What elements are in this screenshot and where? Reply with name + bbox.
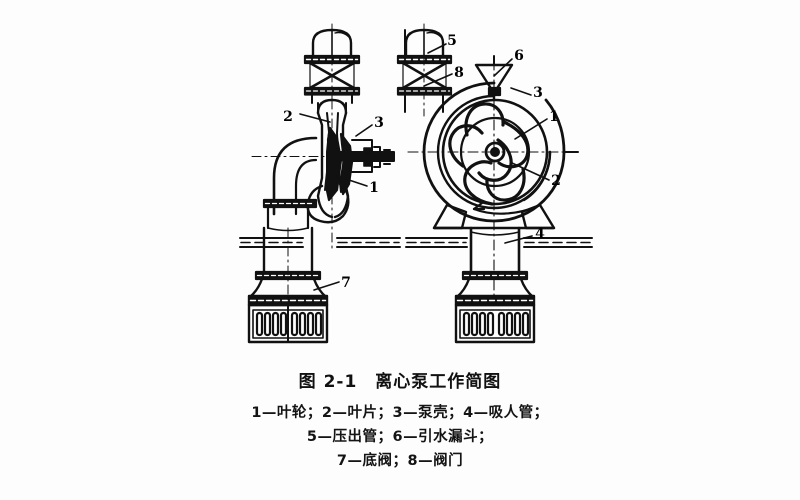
figure-legend-line-2: 5—压出管；6—引水漏斗；: [306, 429, 494, 445]
water-surface-left: [239, 237, 401, 248]
leader-right-5: [427, 43, 447, 54]
right-suction-pipe: [461, 226, 529, 281]
centrifugal-pump-diagram: 2 3 1 7 5 8 6 3 1 2 4: [239, 23, 593, 344]
water-surface-right: [405, 237, 593, 248]
leader-right-3: [510, 87, 532, 96]
callout-left-2: 2: [283, 109, 293, 125]
leader-right-1: [514, 118, 548, 140]
callout-left-7: 7: [341, 275, 351, 291]
callout-numbers: 2 3 1 7 5 8 6 3 1 2 4: [283, 33, 561, 291]
leader-left-2: [299, 113, 331, 123]
leader-left-3: [355, 124, 373, 137]
callout-right-6: 6: [514, 48, 524, 64]
strainer-slots: [255, 311, 323, 337]
pump-base: [432, 203, 556, 230]
callout-right-4: 4: [535, 226, 545, 242]
callout-right-1: 1: [549, 109, 559, 125]
leader-right-2: [511, 162, 550, 181]
callout-left-1: 1: [369, 180, 379, 196]
figure-caption: 图 2-1 离心泵工作简图 1—叶轮；2—叶片；3—泵壳；4—吸人管； 5—压出…: [0, 370, 800, 473]
impeller-blades: [448, 102, 530, 206]
leader-left-1: [336, 175, 368, 187]
figure-legend-line-3: 7—底阀；8—阀门: [336, 453, 464, 469]
diagram-canvas: 2 3 1 7 5 8 6 3 1 2 4: [239, 23, 593, 344]
left-suction-elbow: [262, 136, 318, 216]
callout-leaders: [299, 43, 550, 291]
right-valve-assembly: [396, 23, 453, 121]
leader-right-6: [493, 58, 513, 77]
strainer-slots: [462, 311, 530, 337]
right-foot-valve: [454, 277, 536, 344]
callout-right-3: 3: [533, 85, 543, 101]
left-valve-assembly: [303, 23, 361, 104]
figure-legend-line-1: 1—叶轮；2—叶片；3—泵壳；4—吸人管；: [251, 405, 549, 421]
callout-right-2: 2: [551, 173, 561, 189]
rotation-arrow: [472, 201, 537, 215]
leader-left-7: [313, 281, 340, 291]
figure-title: 图 2-1 离心泵工作简图: [298, 372, 502, 392]
callout-right-8: 8: [454, 65, 464, 81]
left-pump-shaft: [251, 139, 399, 173]
leader-right-4: [504, 235, 533, 244]
callout-right-5: 5: [447, 33, 457, 49]
impeller: [441, 98, 549, 215]
callout-left-3: 3: [374, 115, 384, 131]
leader-right-8: [423, 73, 453, 87]
